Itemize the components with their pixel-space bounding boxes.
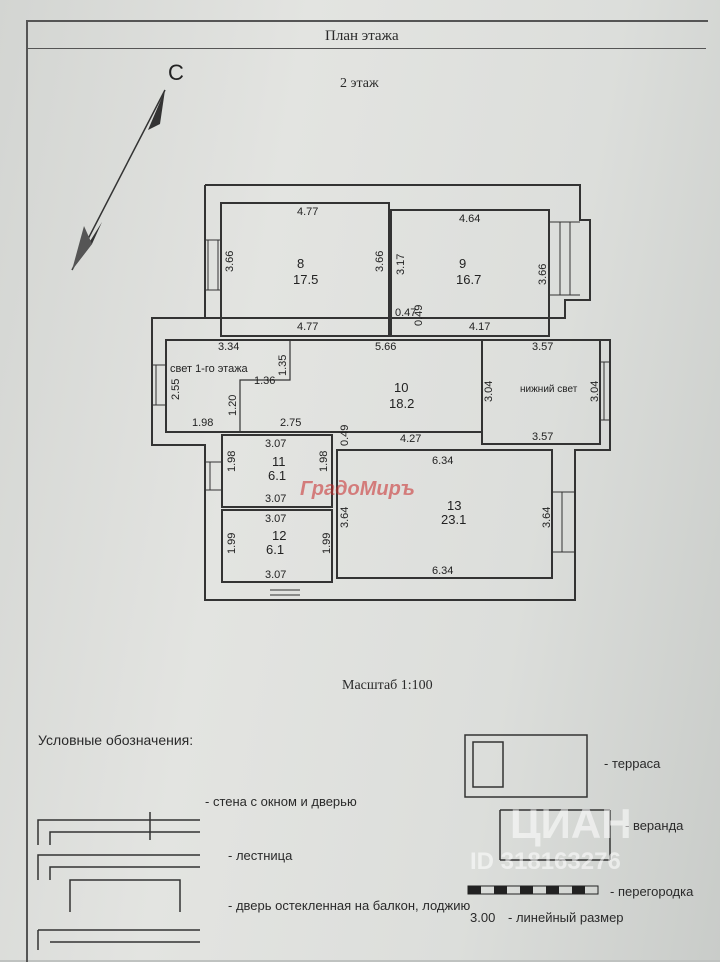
svg-text:5.66: 5.66 <box>375 341 396 353</box>
legend-partition: - перегородка <box>610 884 694 899</box>
svg-text:1.99: 1.99 <box>321 533 333 554</box>
legend-wall: - стена с окном и дверью <box>205 794 357 809</box>
legend-dim-value: 3.00 <box>470 910 496 925</box>
svg-text:4.17: 4.17 <box>469 321 490 333</box>
plan-title: План этажа <box>325 28 399 44</box>
legend-terrace: - терраса <box>604 756 661 771</box>
svg-text:3.66: 3.66 <box>224 251 236 272</box>
svg-text:23.1: 23.1 <box>441 512 466 527</box>
legend-door: - дверь остекленная на балкон, лоджию <box>228 898 471 913</box>
legend-heading: Условные обозначения: <box>38 732 194 748</box>
svg-text:3.17: 3.17 <box>395 254 407 275</box>
svg-text:6.34: 6.34 <box>432 455 453 467</box>
svg-text:3.66: 3.66 <box>537 264 549 285</box>
svg-text:1.36: 1.36 <box>254 375 275 387</box>
svg-text:18.2: 18.2 <box>389 396 414 411</box>
north-label: С <box>168 60 184 85</box>
svg-text:6.34: 6.34 <box>432 565 453 577</box>
svg-text:2.75: 2.75 <box>280 417 301 429</box>
svg-text:6.1: 6.1 <box>268 468 286 483</box>
svg-text:4.27: 4.27 <box>400 433 421 445</box>
svg-text:3.07: 3.07 <box>265 569 286 581</box>
svg-text:3.04: 3.04 <box>483 381 495 402</box>
svg-text:16.7: 16.7 <box>456 272 481 287</box>
svg-text:1.99: 1.99 <box>226 533 238 554</box>
svg-text:10: 10 <box>394 380 408 395</box>
svg-text:2.55: 2.55 <box>170 379 182 400</box>
svg-text:13: 13 <box>447 498 461 513</box>
legend-dim: - линейный размер <box>508 910 624 925</box>
sheet-frame <box>26 20 708 962</box>
svg-text:3.07: 3.07 <box>265 493 286 505</box>
svg-text:1.98: 1.98 <box>318 451 330 472</box>
legend-stairs: - лестница <box>228 848 293 863</box>
svg-text:3.57: 3.57 <box>532 341 553 353</box>
legend-veranda: - веранда <box>625 818 684 833</box>
north-arrow-icon: С <box>71 60 184 271</box>
svg-text:4.64: 4.64 <box>459 213 480 225</box>
svg-text:3.64: 3.64 <box>339 507 351 528</box>
svg-text:4.77: 4.77 <box>297 206 318 218</box>
svg-text:0.49: 0.49 <box>413 305 425 326</box>
svg-text:3.57: 3.57 <box>532 431 553 443</box>
svg-text:0.47: 0.47 <box>395 307 416 319</box>
title-row <box>26 20 706 49</box>
svg-text:1.98: 1.98 <box>192 417 213 429</box>
svg-text:4.77: 4.77 <box>297 321 318 333</box>
svg-text:17.5: 17.5 <box>293 272 318 287</box>
svg-text:12: 12 <box>272 528 286 543</box>
svg-text:3.07: 3.07 <box>265 438 286 450</box>
floor-label: 2 этаж <box>340 76 379 91</box>
cian-watermark: ЦИАН <box>510 800 632 847</box>
svg-text:0.49: 0.49 <box>339 425 351 446</box>
svg-text:8: 8 <box>297 256 304 271</box>
svg-text:3.04: 3.04 <box>589 381 601 402</box>
svg-text:1.35: 1.35 <box>277 355 289 376</box>
svg-text:1.20: 1.20 <box>227 395 239 416</box>
svg-text:11: 11 <box>272 454 286 469</box>
listing-id-watermark: ID 318163276 <box>470 848 621 875</box>
svg-text:9: 9 <box>459 256 466 271</box>
svg-text:1.98: 1.98 <box>226 451 238 472</box>
svg-text:свет 1-го этажа: свет 1-го этажа <box>170 363 249 375</box>
scale-label: Масштаб 1:100 <box>342 678 433 693</box>
brand-watermark: ГрадоМиръ <box>300 478 415 500</box>
svg-text:3.64: 3.64 <box>541 507 553 528</box>
svg-text:3.34: 3.34 <box>218 341 239 353</box>
svg-text:нижний свет: нижний свет <box>520 384 578 395</box>
svg-text:3.66: 3.66 <box>374 251 386 272</box>
svg-text:3.07: 3.07 <box>265 513 286 525</box>
svg-text:6.1: 6.1 <box>266 542 284 557</box>
